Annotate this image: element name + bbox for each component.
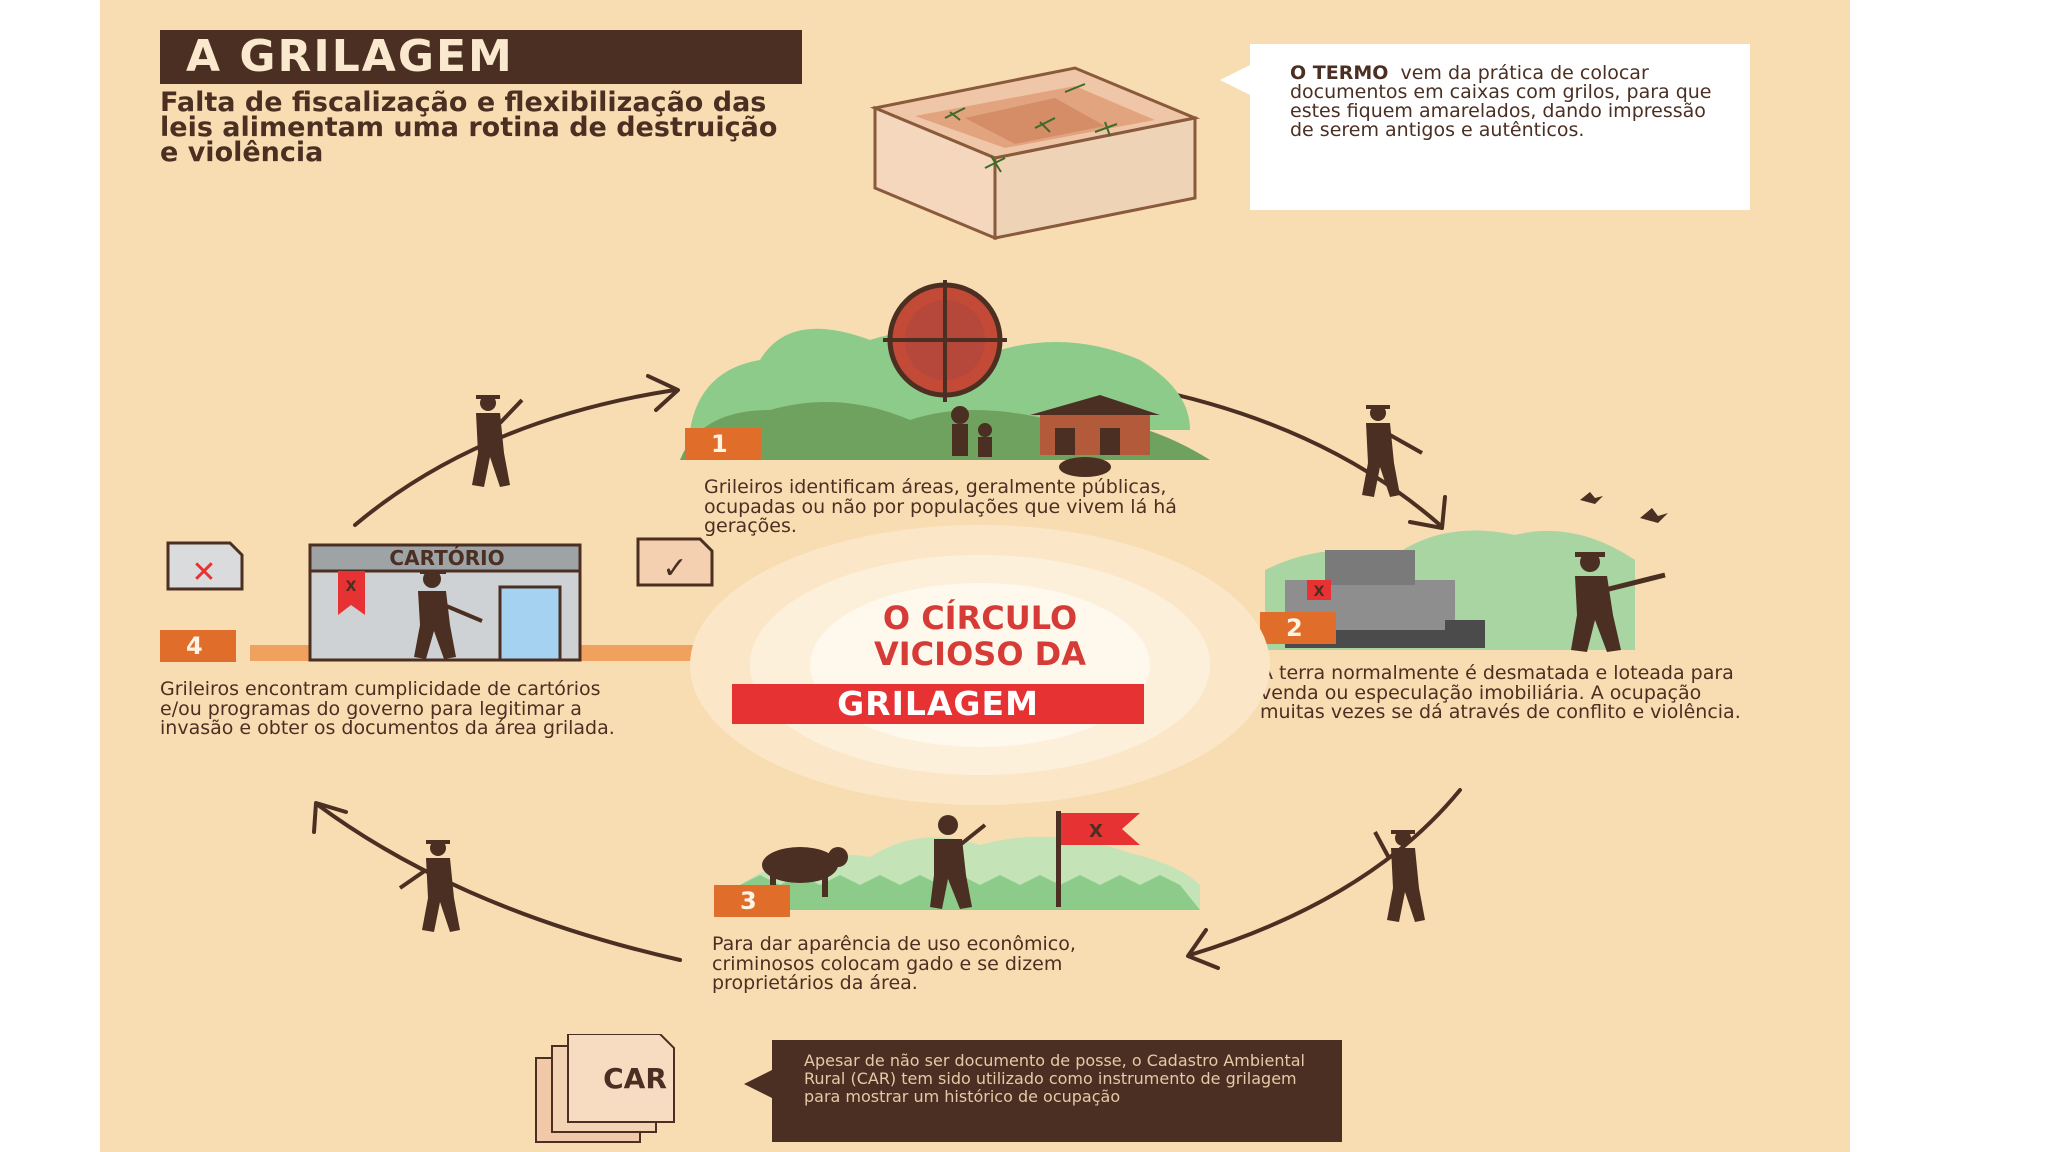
gunman-silhouette xyxy=(398,840,460,932)
gunman-silhouette xyxy=(1362,405,1423,497)
cartorio-label: CARTÓRIO xyxy=(389,546,505,570)
termo-text: vem da prática de colocar documentos em … xyxy=(1290,62,1712,141)
infographic-panel: A GRILAGEM Falta de fiscalização e flexi… xyxy=(100,0,1850,1152)
cricket-box-illustration xyxy=(869,66,1201,241)
car-document-icon xyxy=(535,1034,675,1143)
arrow-2-to-3 xyxy=(1188,788,1462,957)
step-3-illustration: X xyxy=(740,811,1200,910)
arrowhead-3 xyxy=(1186,928,1220,970)
page-title: A GRILAGEM xyxy=(160,30,802,84)
step-3-number: 3 xyxy=(714,885,790,917)
svg-text:✓: ✓ xyxy=(662,551,687,586)
svg-text:✕: ✕ xyxy=(191,555,216,590)
car-callout-tail xyxy=(744,1070,772,1098)
arrowhead-4 xyxy=(312,801,348,834)
svg-text:X: X xyxy=(1314,584,1325,600)
gunman-silhouette xyxy=(1373,830,1425,922)
car-callout: Apesar de não ser documento de posse, o … xyxy=(772,1040,1342,1142)
step-2-illustration: X xyxy=(1265,492,1668,652)
step-2-text: A terra normalmente é desmatada e lotead… xyxy=(1260,662,1741,723)
step-1-number: 1 xyxy=(685,428,761,460)
step-4-text: Grileiros encontram cumplicidade de cart… xyxy=(160,678,615,739)
termo-callout-tail xyxy=(1220,64,1252,96)
cycle-title-line-3: GRILAGEM xyxy=(732,684,1144,724)
step-1-illustration xyxy=(680,280,1210,477)
car-label: CAR xyxy=(603,1062,667,1095)
arrowhead-2 xyxy=(1408,495,1447,530)
page-subtitle: Falta de fiscalização e flexibilização d… xyxy=(160,87,778,168)
cycle-title-line-2: VICIOSO DA xyxy=(874,635,1086,673)
cycle-title: O CÍRCULO VICIOSO DA xyxy=(720,600,1240,672)
svg-text:X: X xyxy=(346,579,357,595)
step-4-number: 4 xyxy=(160,630,236,662)
check-mark-icon: ✓ xyxy=(636,537,714,587)
x-mark-icon: ✕ xyxy=(166,541,244,591)
step-1-text: Grileiros identificam áreas, geralmente … xyxy=(704,476,1177,537)
gunman-silhouette xyxy=(472,395,524,487)
arrow-4-to-1 xyxy=(353,388,677,527)
step-2-number: 2 xyxy=(1260,612,1336,644)
termo-callout: O TERMO vem da prática de colocar docume… xyxy=(1250,44,1750,210)
cycle-title-line-1: O CÍRCULO xyxy=(882,599,1078,637)
arrowhead-1 xyxy=(646,374,680,412)
step-3-text: Para dar aparência de uso econômico, cri… xyxy=(712,933,1076,994)
arrow-3-to-4 xyxy=(316,803,682,962)
svg-text:X: X xyxy=(1089,821,1103,842)
step-4-illustration: X ✕ ✓ xyxy=(166,537,720,662)
termo-bold: O TERMO xyxy=(1290,62,1389,84)
